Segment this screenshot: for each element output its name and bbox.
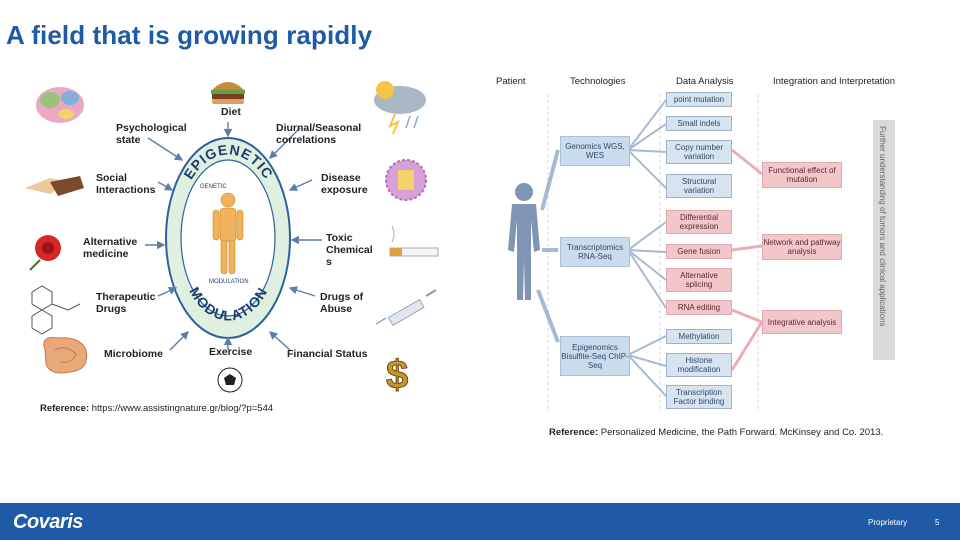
label-social-interactions: Social Interactions (96, 172, 156, 196)
page-number: 5 (935, 518, 940, 527)
dollar-icon: $ (386, 353, 408, 397)
reference-right-text: Personalized Medicine, the Path Forward.… (600, 427, 884, 438)
workflow-connectors (508, 94, 764, 410)
brain-icon (36, 87, 84, 123)
column-patient: Patient (496, 76, 526, 87)
label-drugs-of-abuse: Drugs of Abuse (320, 291, 364, 315)
analysis-histone-modification: Histone modification (666, 353, 732, 377)
label-disease-exposure: Disease exposure (321, 172, 368, 196)
tech-transcriptomics: Transcriptomics RNA-Seq (560, 237, 630, 267)
burger-icon (211, 82, 245, 104)
column-technologies: Technologies (570, 76, 626, 87)
covaris-logo: Covaris (13, 511, 83, 533)
soccer-ball-icon (217, 367, 243, 393)
reference-right: Reference: Personalized Medicine, the Pa… (549, 427, 883, 438)
analysis-copy-number: Copy number variation (666, 140, 732, 164)
analysis-rna-editing: RNA editing (666, 300, 732, 315)
tech-epigenomics: Epigenomics Bisulfite-Seq ChIP-Seq (560, 336, 630, 376)
workflow-diagram: Patient Technologies Data Analysis Integ… (490, 70, 910, 415)
label-toxic-chemicals: Toxic Chemical s (326, 232, 373, 268)
label-exercise: Exercise (209, 346, 253, 358)
analysis-structural-variation: Structural variation (666, 174, 732, 198)
analysis-alternative-splicing: Alternative splicing (666, 268, 732, 292)
label-financial-status: Financial Status (287, 348, 368, 360)
label-psychological-state: Psychological state (116, 122, 187, 146)
analysis-methylation: Methylation (666, 329, 732, 344)
analysis-transcription-factor: Transcription Factor binding (666, 385, 732, 409)
syringe-icon (375, 289, 437, 326)
reference-left-label: Reference: (40, 403, 90, 414)
inner-bottom-text: MODULATION (209, 279, 249, 285)
cigarette-icon (389, 225, 439, 257)
intestine-icon (43, 337, 88, 374)
side-arrow-text: Further understanding of tumors and clin… (878, 126, 887, 327)
column-data-analysis: Data Analysis (676, 76, 734, 87)
label-therapeutic-drugs: Therapeutic Drugs (96, 291, 156, 315)
analysis-point-mutation: point mutation (666, 92, 732, 107)
molecule-icon (31, 285, 81, 335)
inner-top-text: GENETIC (200, 184, 227, 190)
integration-functional-effect: Functional effect of mutation (762, 162, 842, 188)
reference-left: Reference: https://www.assistingnature.g… (40, 403, 273, 414)
epigenetics-graphic: EPIGENETIC MODULATION GENETIC MODULATION (25, 81, 439, 398)
column-integration: Integration and Interpretation (773, 76, 896, 87)
tech-genomics: Genomics WGS, WES (560, 136, 630, 166)
analysis-differential-expression: Differential expression (666, 210, 732, 234)
flower-icon (29, 235, 61, 271)
handshake-icon (25, 176, 84, 196)
proprietary-label: Proprietary (868, 518, 908, 527)
side-arrow-bar (873, 120, 895, 360)
weather-icon (374, 81, 426, 135)
reference-left-text: https://www.assistingnature.gr/blog/?p=5… (91, 403, 274, 414)
reference-right-label: Reference: (549, 427, 599, 438)
label-microbiome: Microbiome (104, 348, 163, 360)
slide-title: A field that is growing rapidly (6, 20, 373, 50)
analysis-small-indels: Small indels (666, 116, 732, 131)
footer-bar: Covaris Proprietary 5 (0, 503, 960, 540)
influence-arrows (145, 122, 322, 351)
label-diurnal-seasonal: Diurnal/Seasonal correlations (276, 122, 362, 146)
virus-icon (385, 159, 427, 201)
integration-network-pathway: Network and pathway analysis (762, 234, 842, 260)
label-diet: Diet (221, 106, 241, 118)
epigenetics-diagram: EPIGENETIC MODULATION GENETIC MODULATION (0, 70, 460, 400)
human-figure-icon (212, 192, 244, 275)
human-silhouette-icon (508, 183, 540, 300)
label-alternative-medicine: Alternative medicine (83, 236, 138, 260)
integration-integrative-analysis: Integrative analysis (762, 310, 842, 334)
analysis-gene-fusion: Gene fusion (666, 244, 732, 259)
